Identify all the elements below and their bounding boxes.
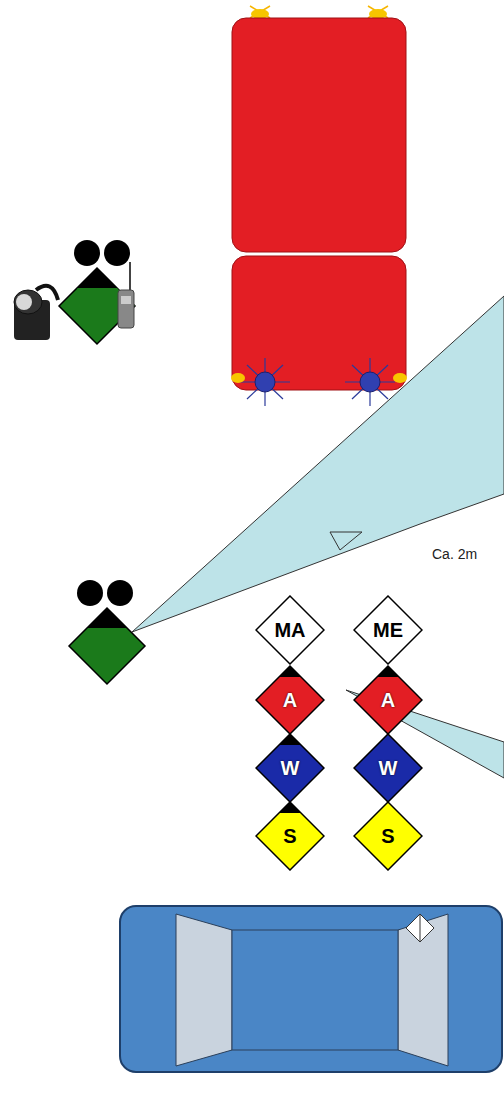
callout-shape xyxy=(132,296,504,632)
status-letter: W xyxy=(255,733,325,803)
status-letter: W xyxy=(353,733,423,803)
status-letter: S xyxy=(255,801,325,871)
status-diamond: W xyxy=(353,733,423,803)
status-diamond: S xyxy=(255,801,325,871)
status-diamond: W xyxy=(255,733,325,803)
vehicle xyxy=(120,906,502,1072)
status-diamond: S xyxy=(353,801,423,871)
radio-icon xyxy=(118,262,134,328)
operator-symbol xyxy=(69,580,145,684)
status-letter: A xyxy=(353,665,423,735)
status-letter: A xyxy=(255,665,325,735)
status-letter: MA xyxy=(255,595,325,665)
operator-symbol xyxy=(59,240,135,344)
hand-lamp-icon xyxy=(14,286,58,340)
status-diamond: ME xyxy=(353,595,423,665)
status-diamond: A xyxy=(255,665,325,735)
status-letter: ME xyxy=(353,595,423,665)
status-diamond: A xyxy=(353,665,423,735)
status-letter: S xyxy=(353,801,423,871)
distance-label: Ca. 2m xyxy=(432,546,477,562)
status-diamond: MA xyxy=(255,595,325,665)
direction-wedge xyxy=(330,532,362,550)
fire-truck xyxy=(231,6,407,406)
